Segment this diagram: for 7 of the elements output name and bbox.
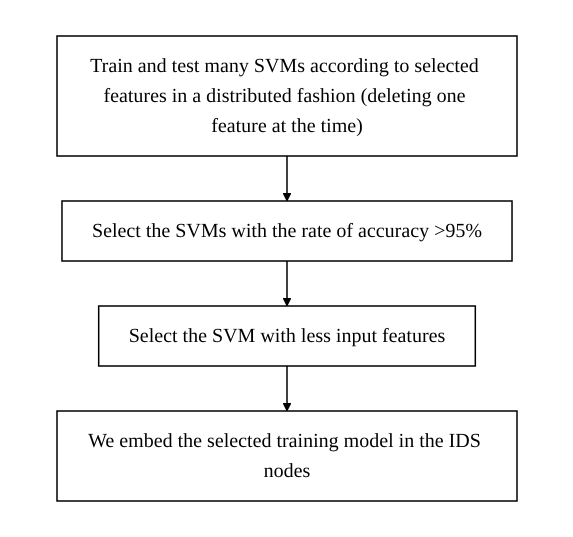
- node-box: Train and test many SVMs according to selected features in a distributed fashion (deleting one feature at the time): [56, 35, 518, 157]
- node-box: Select the SVMs with the rate of accuracy >95%: [60, 200, 512, 262]
- arrow: [282, 156, 291, 202]
- node-box: We embed the selected training model in the IDS nodes: [56, 410, 518, 502]
- node-box: Select the SVM with less input features: [97, 305, 476, 367]
- arrow: [282, 366, 291, 412]
- arrow: [282, 261, 291, 306]
